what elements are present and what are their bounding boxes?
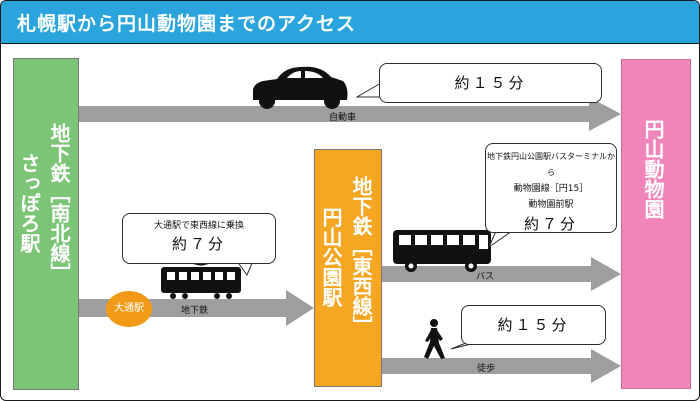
bus-terminal-note: 地下鉄円山公園駅バスターミナルから (487, 152, 615, 177)
walk-route-label: 徒歩 (477, 364, 496, 374)
walk-time: 約１５分 (497, 316, 570, 334)
maruyama-station-name: 円山公園駅 (319, 207, 343, 307)
car-route-arrow (77, 97, 621, 131)
maruyama-koen-station-box (314, 149, 382, 387)
subway-info-bubble: 大通駅で東西線に乗換 約７分 (122, 213, 276, 264)
bus-info-bubble: 地下鉄円山公園駅バスターミナルから 動物園線［円15］ 動物園前駅 約７分 (485, 143, 617, 233)
subway-route-label: 地下鉄 (181, 306, 209, 316)
maruyama-line-label: 地下鉄［東西線］ (349, 176, 373, 336)
bus-time: 約７分 (523, 215, 578, 233)
train-bubble-tail (236, 260, 254, 277)
sapporo-station-name: さっぽろ駅 (17, 153, 41, 253)
car-time-bubble: 約１５分 (379, 63, 602, 103)
title-bar: 札幌駅から円山動物園までのアクセス (1, 1, 699, 44)
car-route-label: 自動車 (329, 113, 357, 123)
car-time: 約１５分 (454, 74, 527, 92)
bus-stop-name: 動物園前駅 (528, 200, 574, 210)
zoo-destination-box (621, 59, 691, 389)
sapporo-station-box (13, 58, 79, 390)
bus-route-label: バス (476, 272, 495, 282)
walk-time-bubble: 約１５分 (461, 305, 606, 345)
bus-route-arrow (380, 257, 621, 291)
zoo-name: 円山動物園 (641, 119, 665, 219)
bus-line-name: 動物園線［円15］ (513, 184, 589, 194)
subway-time: 約７分 (171, 235, 226, 253)
transfer-note: 大通駅で東西線に乗換 (153, 221, 244, 231)
walk-route-arrow (380, 349, 621, 383)
odori-transfer-badge: 大通駅 (106, 291, 152, 327)
page-title: 札幌駅から円山動物園までのアクセス (17, 13, 357, 35)
subway-train-icon (161, 259, 241, 299)
sapporo-line-label: 地下鉄［南北線］ (47, 123, 71, 283)
bus-bubble-tail (487, 228, 516, 249)
bus-icon (393, 230, 491, 272)
car-icon (253, 66, 348, 109)
walking-person-icon (424, 319, 445, 359)
